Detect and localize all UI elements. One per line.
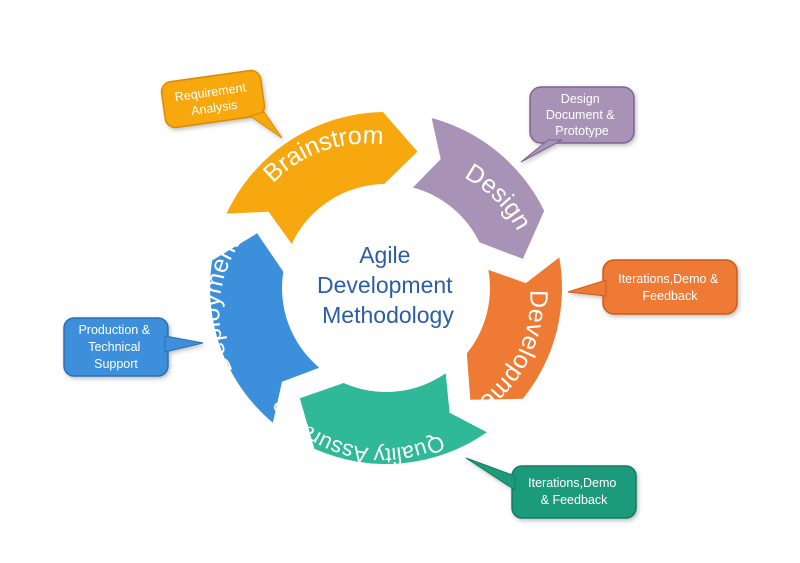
callout-production-line1: Production &: [78, 323, 150, 337]
callout-design-document: Design Document & Prototype: [520, 86, 635, 163]
callout-production-support: Production & Technical Support: [63, 317, 204, 377]
segment-quality-assurance: [299, 373, 487, 465]
svg-text:Iterations,Demo & Feedba: Iterations,Demo & Feedback: [528, 476, 620, 507]
callout-requirement-analysis: Requirement Analysis: [160, 69, 283, 139]
segment-brainstrom: [226, 112, 418, 244]
callout-design-line3: Prototype: [555, 124, 609, 138]
center-title-line1: Agile: [359, 242, 410, 268]
svg-text:Production & Technical: Production & Technical Support: [78, 323, 153, 371]
callout-design-line2: Document &: [546, 108, 615, 122]
center-title-line3: Methodology: [322, 302, 454, 328]
callout-development-feedback: Iterations,Demo & Feedback: [567, 259, 738, 315]
segment-development: [466, 257, 562, 400]
svg-text:Iterations,Demo & Feedba: Iterations,Demo & Feedback: [618, 272, 722, 303]
segment-deployment: [210, 233, 320, 423]
callout-qa-line2: & Feedback: [541, 493, 608, 507]
svg-text:Design Document &: Design Document & Prototype: [546, 92, 618, 138]
callout-production-line3: Support: [94, 357, 138, 371]
callout-development-line1: Iterations,Demo &: [618, 272, 719, 286]
segment-design: [412, 118, 545, 259]
callout-development-line2: Feedback: [643, 289, 699, 303]
callout-production-line2: Technical: [88, 340, 140, 354]
cycle-ring: [210, 112, 562, 465]
callout-design-line1: Design: [561, 92, 600, 106]
callout-qa-line1: Iterations,Demo: [528, 476, 616, 490]
callout-qa-feedback: Iterations,Demo & Feedback: [465, 457, 637, 519]
callout-requirement-line2: Analysis: [190, 98, 238, 118]
center-title-line2: Development: [317, 272, 453, 298]
center-title: Agile Development Methodology: [317, 242, 459, 328]
